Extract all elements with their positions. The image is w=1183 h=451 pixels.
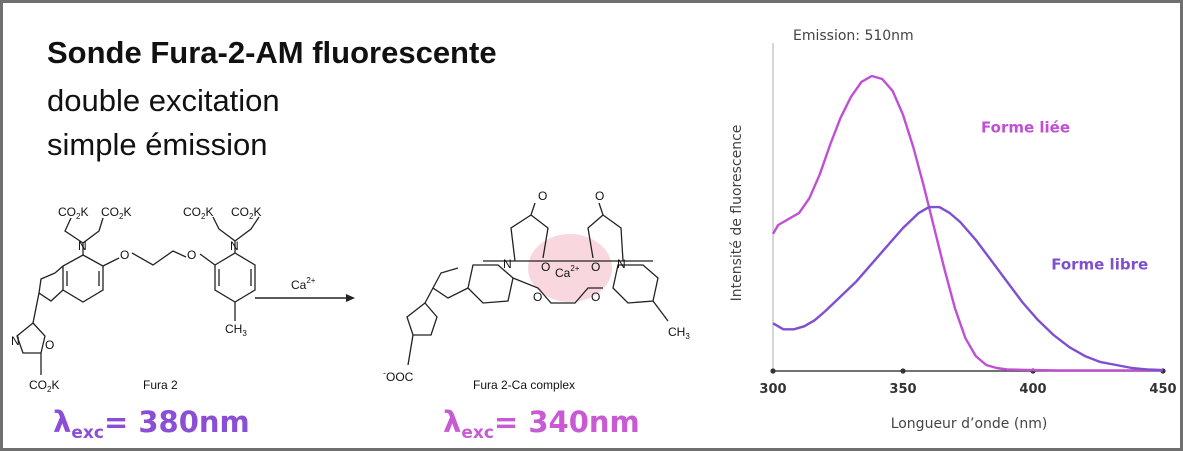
reagent-charge: 2+: [306, 276, 315, 285]
fura2-name: Fura 2: [143, 378, 178, 392]
nitrogen-label: N: [11, 334, 20, 348]
k-label: K: [123, 205, 131, 219]
x-tick-label: 300: [759, 382, 786, 397]
reagent-charge: 2+: [570, 264, 579, 273]
co-label: CO: [231, 205, 249, 219]
sub2-label: 2: [76, 212, 81, 221]
oxygen-label: O: [591, 290, 600, 304]
methyl-label: CH: [668, 325, 685, 339]
oxygen-label: O: [533, 290, 542, 304]
slide-title: Sonde Fura-2-AM fluorescente: [47, 35, 497, 70]
svg-text:CO2K: CO2K: [58, 205, 88, 221]
lambda-symbol: λ: [443, 405, 462, 439]
oxygen-label: O: [591, 260, 600, 274]
methyl-subscript: 3: [685, 332, 690, 341]
reagent-label: Ca: [291, 278, 307, 292]
sub2-label: 2: [47, 385, 52, 394]
svg-text:Ca2+: Ca2+: [555, 264, 580, 280]
x-axis-label: Longueur d’onde (nm): [891, 416, 1048, 432]
oxygen-label: O: [595, 189, 604, 203]
series-label-forme-liee: Forme liée: [981, 119, 1070, 137]
oxygen-label: O: [120, 248, 129, 262]
co-label: CO: [58, 205, 76, 219]
x-tick-mark: [770, 368, 776, 374]
k-label: K: [253, 205, 261, 219]
oxygen-label: O: [541, 260, 550, 274]
subtitle-line-2: simple émission: [47, 127, 268, 162]
co-label: CO: [29, 378, 47, 392]
series-label-forme-libre: Forme libre: [1051, 256, 1148, 274]
nitrogen-label: N: [503, 257, 512, 271]
sub2-label: 2: [249, 212, 254, 221]
reaction-arrow: [255, 294, 355, 302]
svg-text:CO2K: CO2K: [101, 205, 131, 221]
methyl-label: CH: [225, 322, 242, 336]
excitation-free-value: = 380nm: [103, 405, 250, 439]
x-tick-label: 350: [889, 382, 916, 397]
k-label: K: [51, 378, 59, 392]
series-line-forme-liee: [771, 74, 1163, 372]
excitation-bound-value: = 340nm: [493, 405, 640, 439]
sub2-label: 2: [119, 212, 124, 221]
x-tick-label: 450: [1149, 382, 1176, 397]
fura2-ca-complex-structure: [406, 202, 669, 366]
oxygen-label: O: [187, 248, 196, 262]
oxygen-label: O: [538, 189, 547, 203]
lambda-symbol: λ: [53, 405, 72, 439]
y-axis-label: Intensité de fluorescence: [729, 125, 745, 302]
minus-sign: -: [383, 368, 386, 378]
chart-title: Emission: 510nm: [793, 28, 914, 44]
k-label: K: [205, 205, 213, 219]
oxygen-label: O: [45, 338, 54, 352]
emission-spectrum-chart: Emission: 510nm Intensité de fluorescenc…: [729, 28, 1177, 432]
svg-text:CH3: CH3: [225, 322, 247, 338]
carboxylate-ooc-label: OOC: [386, 370, 414, 384]
svg-text:CH3: CH3: [668, 325, 690, 341]
svg-text:CO2K: CO2K: [231, 205, 261, 221]
lambda-subscript: exc: [71, 423, 104, 443]
nitrogen-label: N: [78, 239, 87, 253]
co-label: CO: [183, 205, 201, 219]
excitation-bound-label: λexc= 340nm: [443, 405, 640, 443]
fura2-reaction-scheme: CO2K CO2K CO2K CO2K N N O O CH3 N O CO2K…: [11, 189, 690, 394]
reagent-label: Ca: [555, 266, 571, 280]
x-tick-label: 400: [1019, 382, 1046, 397]
excitation-free-label: λexc= 380nm: [53, 405, 250, 443]
svg-text:Ca2+: Ca2+: [291, 276, 316, 292]
fura2-free-structure: [16, 216, 260, 375]
nitrogen-label: N: [617, 257, 626, 271]
x-tick-mark: [900, 368, 906, 374]
methyl-subscript: 3: [242, 329, 247, 338]
svg-text:CO2K: CO2K: [29, 378, 59, 394]
nitrogen-label: N: [230, 239, 239, 253]
k-label: K: [80, 205, 88, 219]
series-line-forme-libre: [772, 205, 1164, 372]
svg-text:CO2K: CO2K: [183, 205, 213, 221]
subtitle-line-1: double excitation: [47, 83, 280, 118]
svg-text:-OOC: -OOC: [383, 368, 414, 384]
calcium-glow: [528, 234, 612, 302]
fura2-ca-complex-name: Fura 2-Ca complex: [473, 378, 575, 392]
lambda-subscript: exc: [461, 423, 494, 443]
co-label: CO: [101, 205, 119, 219]
sub2-label: 2: [201, 212, 206, 221]
